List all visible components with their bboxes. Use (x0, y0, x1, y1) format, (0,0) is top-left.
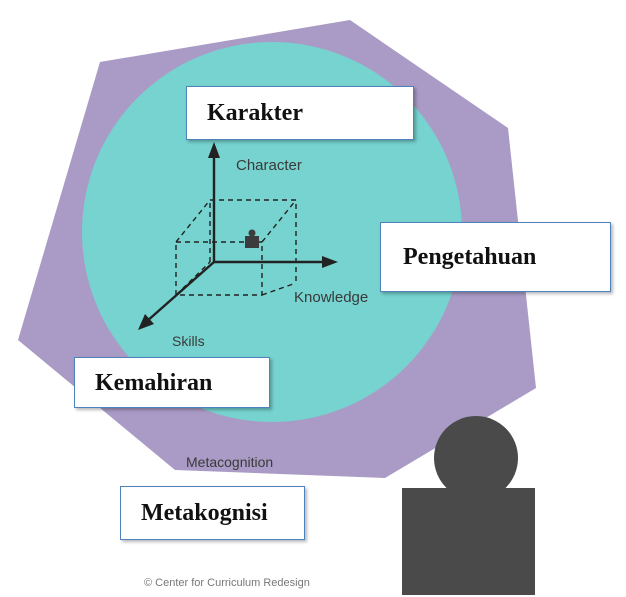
dashed-cube (175, 199, 297, 296)
skills-axis (145, 261, 215, 323)
metacognition-label: Metacognition (186, 454, 273, 470)
skills-arrowhead (138, 314, 154, 330)
character-arrowhead (208, 142, 220, 158)
skills-axis-label: Skills (172, 333, 205, 349)
axes (138, 142, 338, 330)
callout-metakognisi-label: Metakognisi (141, 500, 268, 526)
callout-karakter-label: Karakter (207, 100, 303, 126)
knowledge-axis-label: Knowledge (294, 289, 368, 306)
copyright-text: © Center for Curriculum Redesign (144, 577, 310, 589)
person-silhouette (402, 416, 535, 595)
callout-karakter: Karakter (186, 86, 414, 140)
callout-pengetahuan-label: Pengetahuan (403, 244, 537, 270)
knowledge-arrowhead (322, 256, 338, 268)
person-marker (245, 229, 259, 248)
callout-kemahiran-label: Kemahiran (95, 369, 213, 396)
character-axis-label: Character (236, 157, 302, 174)
callout-kemahiran: Kemahiran (74, 357, 270, 408)
callout-pengetahuan: Pengetahuan (380, 222, 611, 292)
callout-metakognisi: Metakognisi (120, 486, 305, 540)
